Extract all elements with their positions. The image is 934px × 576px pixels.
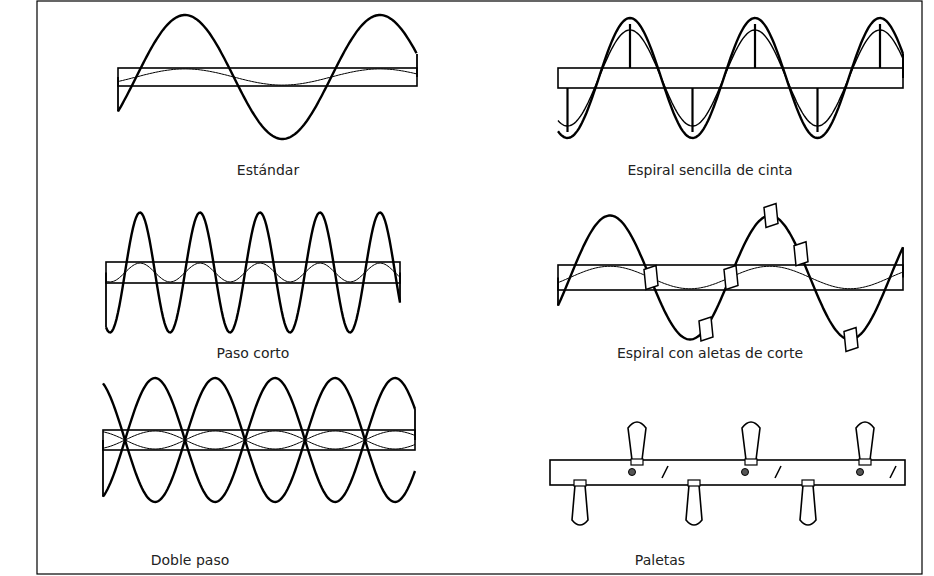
shaft bbox=[550, 460, 905, 485]
flight-end bbox=[117, 77, 119, 111]
flight-back-edge bbox=[118, 69, 417, 85]
paddle-mark bbox=[890, 466, 896, 478]
flight-edge bbox=[103, 378, 415, 502]
paddle bbox=[628, 422, 646, 460]
flight-end bbox=[414, 409, 416, 440]
cutting-flight bbox=[794, 242, 808, 266]
shaft bbox=[118, 68, 417, 86]
flight-back-edge bbox=[106, 263, 400, 282]
cut-flight-screw bbox=[558, 204, 903, 352]
paddle-mark bbox=[662, 466, 668, 478]
paddle bbox=[856, 422, 874, 460]
flight-end bbox=[399, 273, 401, 303]
caption-label: Espiral sencilla de cinta bbox=[627, 162, 792, 179]
flight-edge bbox=[558, 216, 903, 340]
flight-end bbox=[416, 54, 418, 77]
caption-label: Doble paso bbox=[151, 552, 230, 569]
standard-screw bbox=[118, 15, 417, 139]
flight-edge bbox=[106, 213, 400, 333]
double-flight-screw bbox=[103, 378, 415, 502]
cutting-flight bbox=[644, 266, 658, 290]
paddle bbox=[800, 485, 816, 525]
shaft bbox=[106, 262, 400, 283]
flight-end bbox=[102, 440, 104, 497]
pin-hole bbox=[857, 469, 864, 476]
flight-end bbox=[902, 247, 904, 277]
cutting-flight bbox=[724, 266, 738, 290]
flight-back-edge bbox=[103, 431, 415, 449]
paddle-mark bbox=[775, 466, 781, 478]
flight-end bbox=[902, 54, 904, 78]
caption-label: Espiral con aletas de corte bbox=[617, 345, 803, 362]
flight-end bbox=[105, 273, 107, 328]
caption-label: Paletas bbox=[635, 552, 685, 569]
flight-back-edge bbox=[558, 266, 903, 289]
short-pitch-screw bbox=[106, 213, 400, 333]
flight-edge bbox=[118, 15, 417, 139]
paddle bbox=[572, 485, 588, 525]
pin-hole bbox=[629, 469, 636, 476]
paddle-screw bbox=[550, 422, 905, 525]
caption-label: Estándar bbox=[237, 162, 299, 179]
frame bbox=[37, 1, 922, 574]
bolt-head bbox=[745, 459, 757, 465]
cutting-flight bbox=[764, 204, 778, 228]
caption-label: Paso corto bbox=[217, 345, 290, 362]
flight-end bbox=[557, 278, 559, 306]
bolt-head bbox=[574, 480, 586, 486]
cutting-flight bbox=[844, 328, 858, 352]
bolt-head bbox=[631, 459, 643, 465]
bolt-head bbox=[688, 480, 700, 486]
bolt-head bbox=[802, 480, 814, 486]
ribbon-outer-edge bbox=[558, 18, 903, 138]
paddle bbox=[742, 422, 760, 460]
flight-back-edge bbox=[103, 431, 415, 449]
flight-edge bbox=[103, 378, 415, 502]
paddle bbox=[686, 485, 702, 525]
bolt-head bbox=[859, 459, 871, 465]
pin-hole bbox=[742, 469, 749, 476]
ribbon-screw bbox=[558, 18, 903, 138]
shaft bbox=[558, 265, 903, 290]
cutting-flight bbox=[699, 317, 713, 341]
